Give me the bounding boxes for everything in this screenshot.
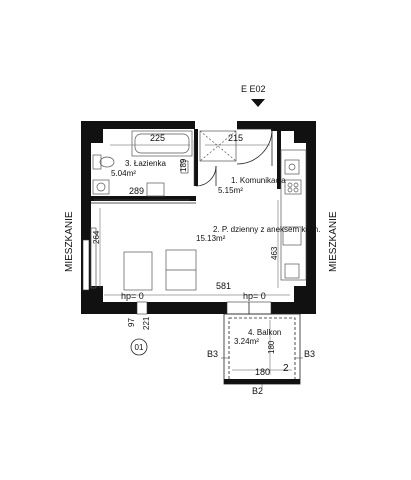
dim-living-height: 264 [92, 230, 101, 244]
washbasin [92, 179, 110, 195]
heater [180, 160, 189, 174]
axis-label: E E02 [241, 84, 266, 94]
room-2-area: 5.15m² [218, 186, 243, 195]
dim-bath-depth: 189 [179, 158, 188, 172]
dim-balcony-depth: 180 [267, 340, 276, 354]
bathtub [131, 130, 193, 157]
toilet [92, 154, 115, 170]
dim-comm-width: 215 [228, 133, 243, 143]
room-1-area: 5.04m² [111, 169, 136, 178]
shower [199, 130, 237, 162]
bed [123, 251, 153, 291]
level-left: hp= 0 [121, 291, 144, 301]
inner-walls [91, 129, 281, 204]
unit-marker-circle [130, 338, 148, 356]
balcony-edge-bottom: B2 [252, 386, 263, 396]
adjacent-right-label: MIESZKANIE [328, 211, 339, 272]
dimension-lines [94, 140, 292, 375]
room-4-label: 4. Balkon [248, 328, 281, 337]
room-2-label: 1. Komunikacja [231, 176, 286, 185]
window-left [82, 239, 90, 291]
dim-bath-lower: 289 [129, 186, 144, 196]
dim-left-small: 97 [127, 318, 136, 327]
window-bottom [136, 301, 148, 315]
armchair [165, 249, 197, 291]
room-1-label: 3. Łazienka [125, 159, 166, 168]
dim-left-small2: 221 [142, 316, 151, 330]
room-3-area: 15.13m² [196, 234, 226, 243]
dim-kitchen-len: 463 [270, 246, 279, 260]
adjacent-left-label: MIESZKANIE [64, 211, 75, 272]
dim-bath-width: 225 [150, 133, 165, 143]
kitchen-counter [280, 149, 307, 281]
unit-marker: 01 [135, 343, 144, 352]
bathroom-door [195, 165, 217, 187]
axis-arrow-icon [251, 99, 265, 107]
balcony-edge-right: B3 [304, 349, 315, 359]
dim-living-width: 581 [216, 281, 231, 291]
balcony-edge-left: B3 [207, 349, 218, 359]
level-right: hp= 0 [243, 291, 266, 301]
wardrobe [90, 227, 97, 289]
dim-balcony-side: 2 [283, 363, 289, 374]
balcony-door [226, 301, 272, 315]
washing-machine [146, 182, 165, 197]
entry-door [236, 128, 273, 166]
room-4-area: 3.24m² [234, 337, 259, 346]
room-3-label: 2. P. dzienny z aneksem kuch. [213, 225, 320, 234]
outer-walls [81, 121, 316, 314]
dim-balcony-width: 180 [255, 367, 270, 377]
